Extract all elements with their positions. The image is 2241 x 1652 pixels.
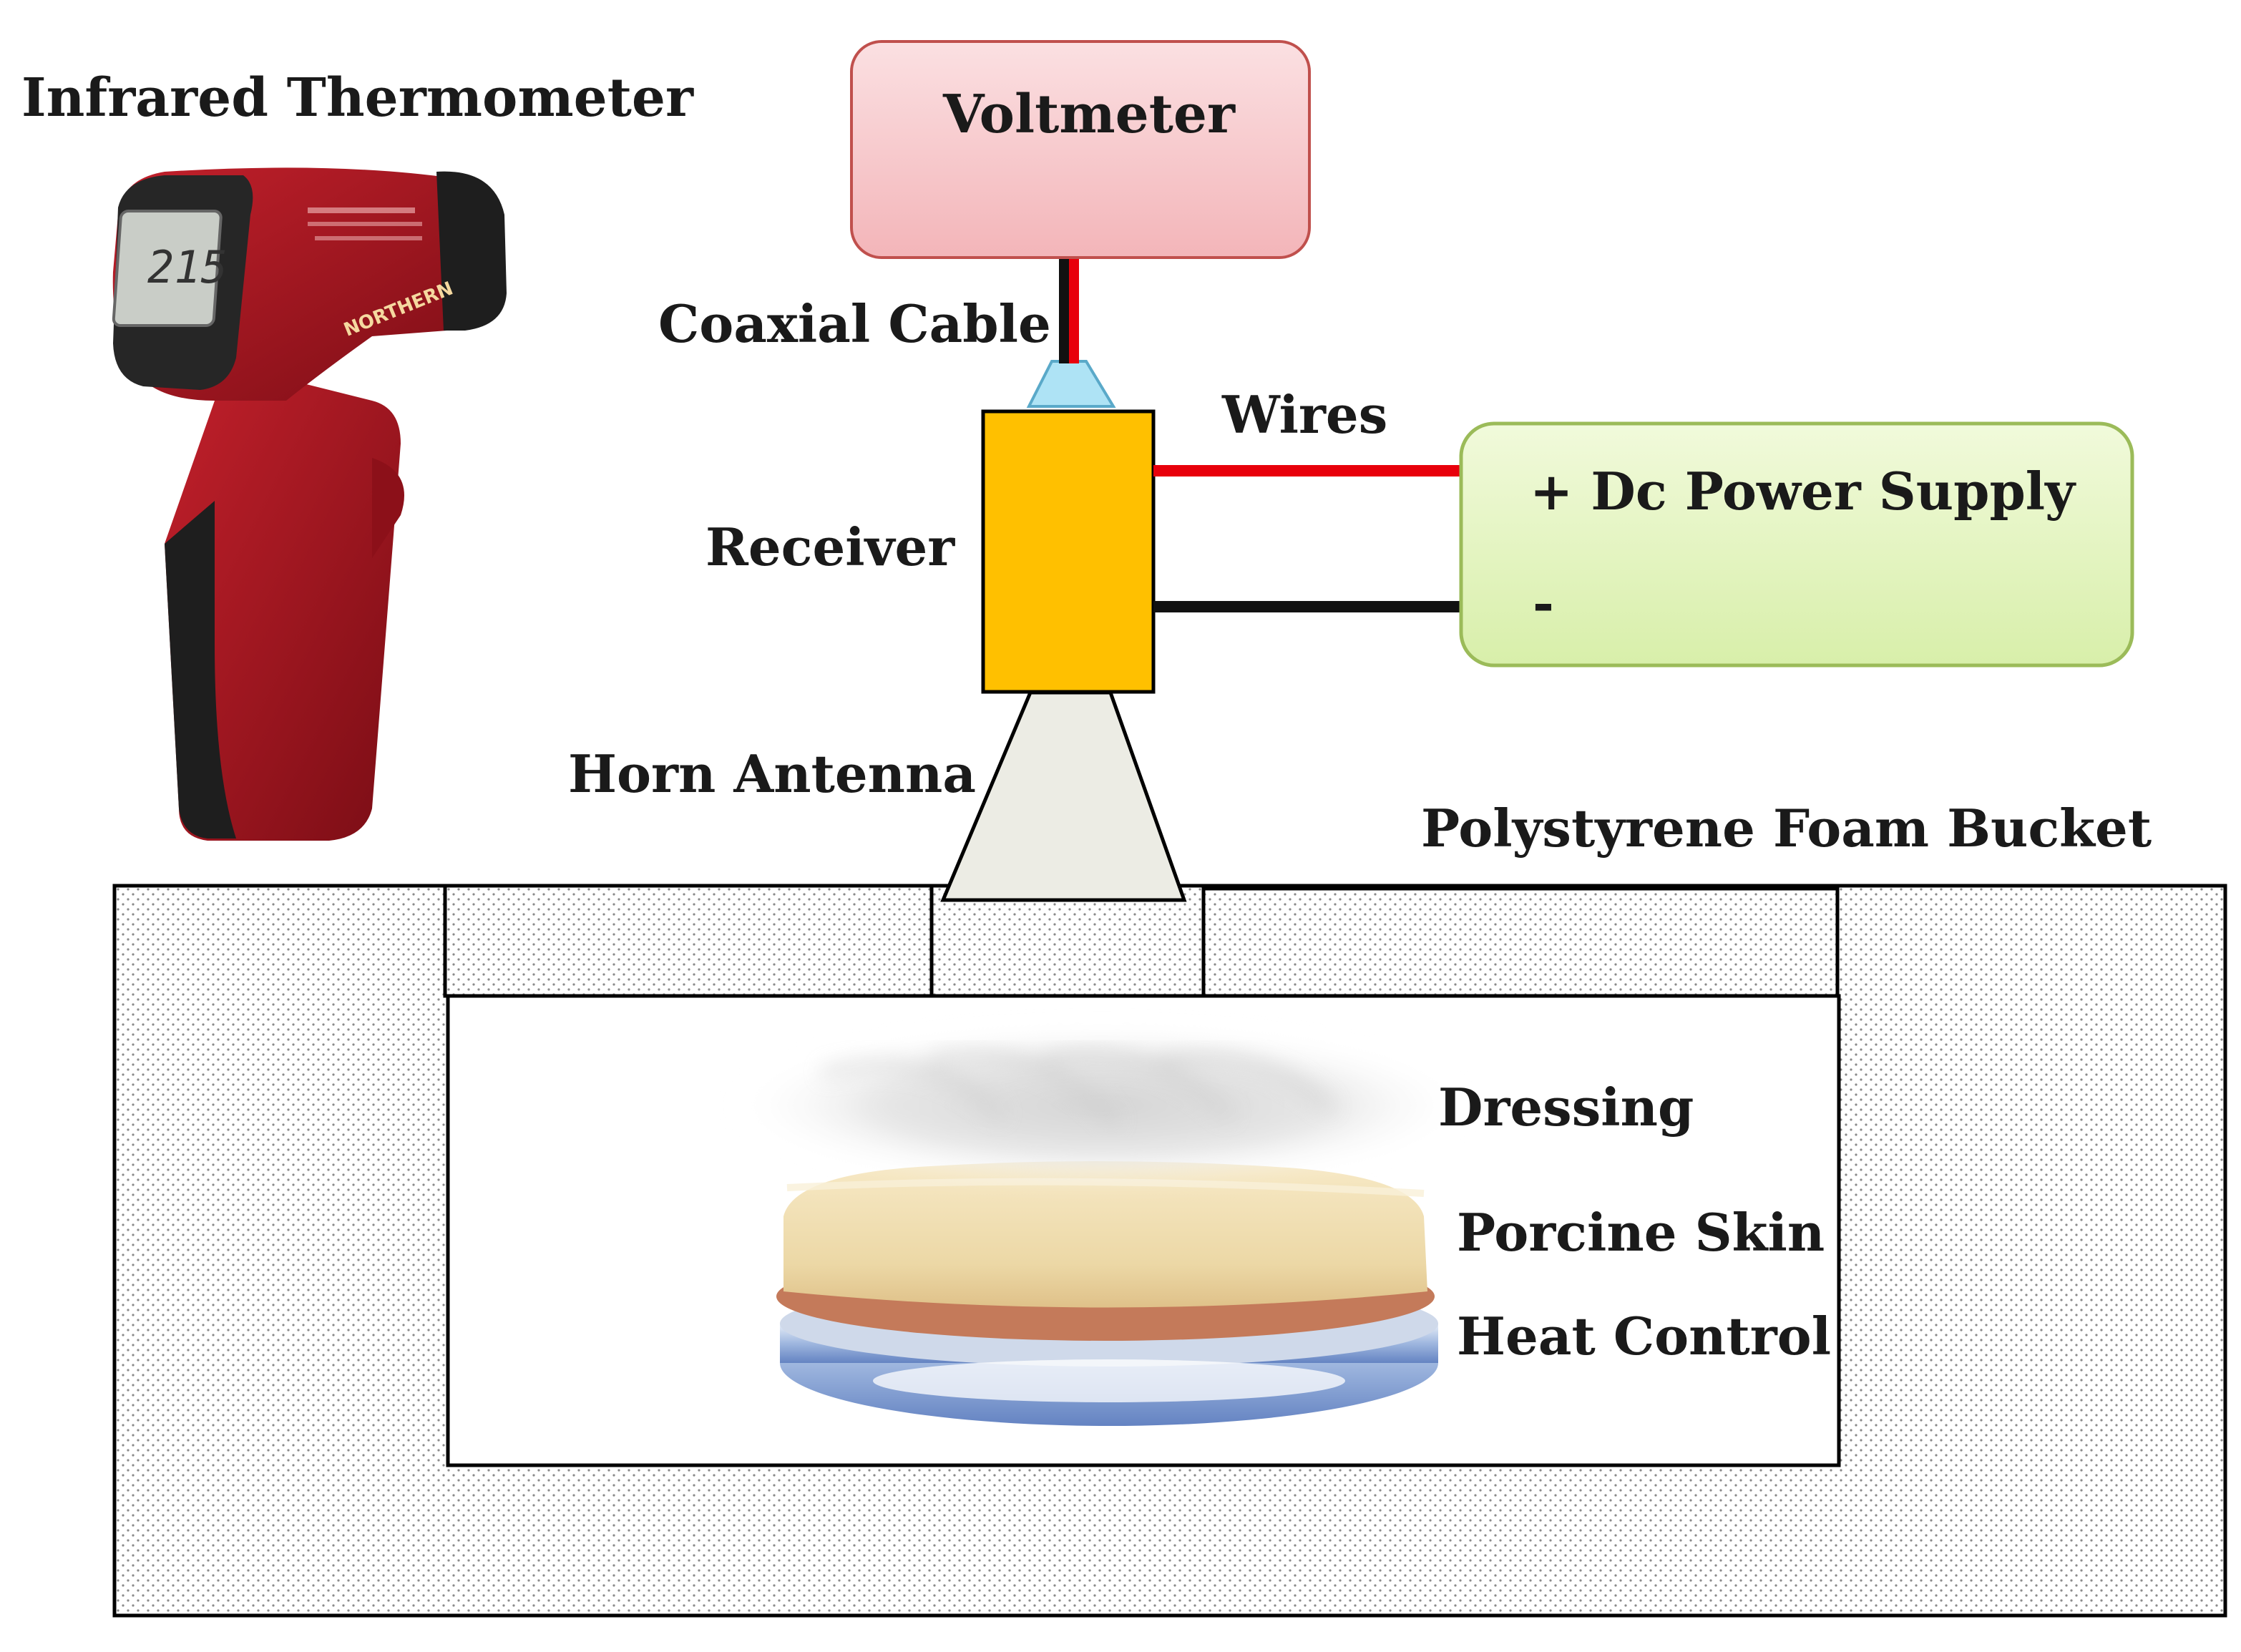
label-infrared-thermometer: Infrared Thermometer: [21, 67, 694, 129]
label-voltmeter: Voltmeter: [942, 84, 1236, 145]
label-porcine-skin: Porcine Skin: [1457, 1202, 1825, 1263]
sample-stack: [730, 1027, 1474, 1426]
label-horn-antenna: Horn Antenna: [568, 743, 976, 804]
coaxial-cable: [1059, 258, 1079, 363]
wire-positive: [1153, 465, 1461, 476]
thermometer-display-value: 215: [147, 241, 228, 293]
label-dc-power-supply: + Dc Power Supply: [1530, 461, 2076, 522]
label-receiver: Receiver: [706, 517, 955, 577]
thermometer-lcd: [112, 210, 223, 327]
power-wires: [1153, 465, 1461, 612]
label-coaxial-cable: Coaxial Cable: [658, 293, 1051, 354]
coaxial-connector: [1026, 360, 1116, 408]
porcine-skin-layer: [776, 1160, 1435, 1341]
wire-negative: [1153, 601, 1461, 612]
label-minus: -: [1533, 572, 1554, 633]
dressing-layer: [730, 1027, 1474, 1184]
label-wires: Wires: [1221, 384, 1387, 445]
bucket-lid-left: [443, 884, 934, 998]
horn-antenna: [940, 690, 1187, 902]
label-dressing: Dressing: [1438, 1077, 1694, 1138]
dc-power-supply-box: [1459, 421, 2134, 668]
label-polystyrene-foam-bucket: Polystyrene Foam Bucket: [1421, 798, 2152, 859]
bucket-lid-right: [1201, 886, 1840, 998]
voltmeter-box: [850, 40, 1311, 259]
receiver-box: [981, 409, 1156, 694]
label-heat-control: Heat Control: [1457, 1306, 1831, 1367]
infrared-thermometer-image: 215 NORTHERN: [112, 167, 507, 841]
